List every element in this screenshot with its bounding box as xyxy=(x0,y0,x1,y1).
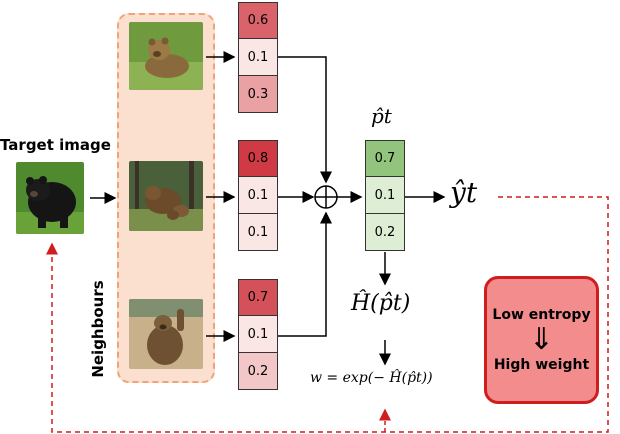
pred-cell: 0.1 xyxy=(365,177,405,214)
score-cell: 0.1 xyxy=(238,316,278,353)
score-cell: 0.2 xyxy=(238,353,278,390)
double-down-arrow-icon: ⇓ xyxy=(528,322,555,357)
neighbour-scores-3: 0.7 0.1 0.2 xyxy=(238,279,278,390)
neighbour-scores-2: 0.8 0.1 0.1 xyxy=(238,140,278,251)
neighbour-scores-1: 0.6 0.1 0.3 xyxy=(238,2,278,113)
entropy-weight-box: Low entropy ⇓ High weight xyxy=(484,276,599,404)
neighbour-image-1 xyxy=(129,22,203,90)
score-cell: 0.7 xyxy=(238,279,278,316)
neighbour-image-2 xyxy=(129,161,203,231)
output-label: ŷt xyxy=(450,176,478,209)
score-cell: 0.6 xyxy=(238,2,278,39)
weight-formula: w = exp(− Ĥ(p̂t)) xyxy=(310,370,433,386)
pred-cell: 0.2 xyxy=(365,214,405,251)
score-cell: 0.1 xyxy=(238,214,278,251)
target-bear-image xyxy=(16,162,84,234)
entropy-label: Ĥ(p̂t) xyxy=(351,291,411,316)
target-image-label: Target image xyxy=(0,136,111,154)
score-cell: 0.8 xyxy=(238,140,278,177)
score-cell: 0.1 xyxy=(238,39,278,76)
score-cell: 0.3 xyxy=(238,76,278,113)
entropy-box-top-text: Low entropy xyxy=(492,307,591,323)
prediction-scores: 0.7 0.1 0.2 xyxy=(365,140,405,251)
prediction-label: p̂t xyxy=(371,104,392,128)
neighbour-image-3 xyxy=(129,299,203,369)
pred-cell: 0.7 xyxy=(365,140,405,177)
score-cell: 0.1 xyxy=(238,177,278,214)
entropy-box-bottom-text: High weight xyxy=(493,357,590,373)
